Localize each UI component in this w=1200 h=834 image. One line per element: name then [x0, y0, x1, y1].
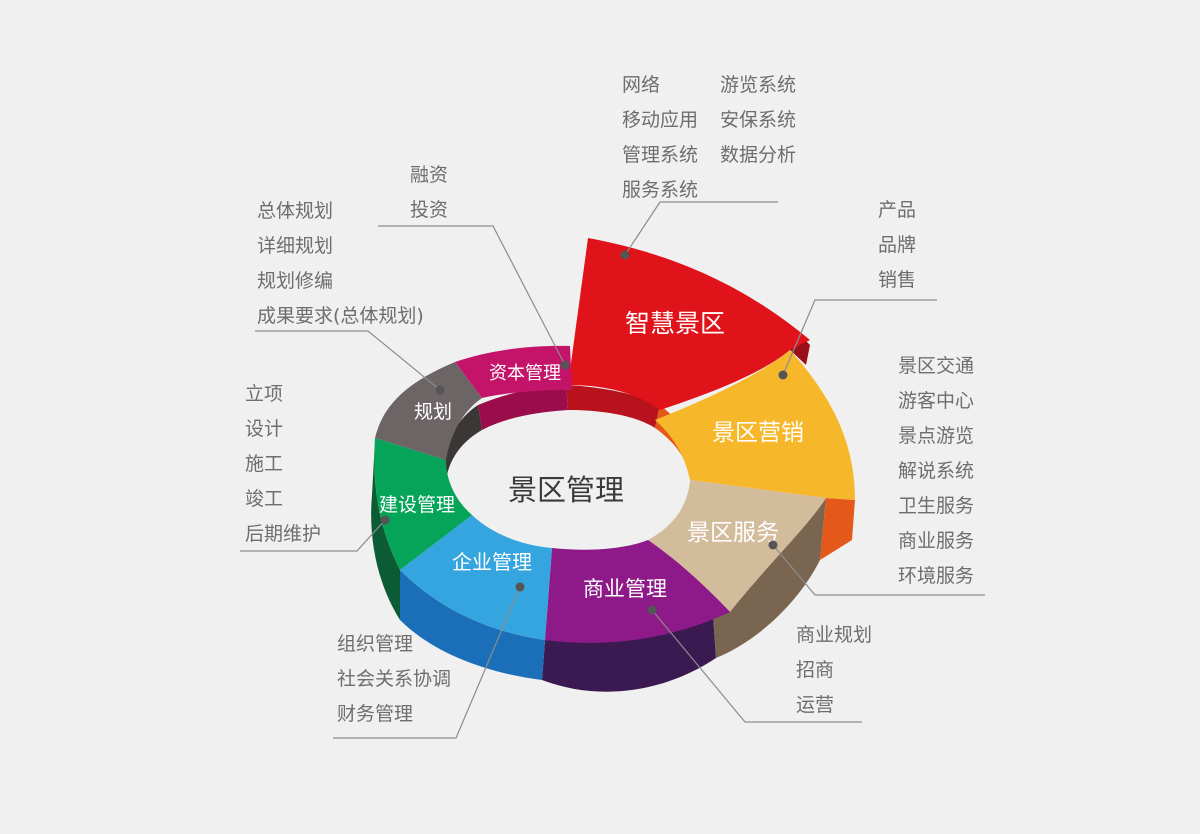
leader-dot-service: [768, 540, 778, 550]
segment-service[interactable]: [648, 480, 826, 612]
callout-item: 卫生服务: [898, 495, 975, 517]
callout-item: 景点游览: [898, 425, 975, 447]
callout-item: 销售: [878, 269, 917, 291]
segment-label-capital: 资本管理: [489, 363, 561, 384]
callout-construction: 立项 设计 施工 竣工 后期维护: [245, 377, 321, 552]
segment-capital[interactable]: [455, 345, 572, 398]
callout-item: 社会关系协调: [337, 668, 452, 690]
callout-item: 网络: [622, 74, 661, 96]
callout-item: 游览系统: [720, 74, 797, 96]
leader-dot-planning: [435, 385, 445, 395]
callout-item: 立项: [245, 383, 284, 405]
segment-label-marketing: 景区营销: [712, 420, 804, 446]
segment-label-planning: 规划: [414, 401, 452, 423]
callout-item: 投资: [410, 199, 449, 221]
callout-item: 移动应用: [622, 109, 699, 131]
segment-label-enterprise: 企业管理: [452, 550, 532, 574]
leader-lines: [240, 201, 985, 739]
leader-line-smart: [624, 201, 778, 256]
leader-dot-capital: [560, 360, 570, 370]
construction-side: [371, 440, 400, 620]
callout-item: 品牌: [878, 234, 917, 256]
callout-service: 景区交通 游客中心 景点游览 解说系统 卫生服务 商业服务 环境服务: [898, 349, 974, 594]
inner-wall-capital: [478, 385, 568, 430]
callout-item: 后期维护: [245, 523, 322, 545]
callout-item: 产品: [878, 199, 917, 221]
callout-item: 详细规划: [257, 235, 334, 257]
service-side: [712, 498, 826, 658]
leader-dot-marketing: [778, 370, 788, 380]
callout-business: 商业规划 招商 运营: [796, 618, 872, 723]
callout-item: 总体规划: [257, 200, 334, 222]
enterprise-side: [400, 570, 545, 680]
leader-line-planning: [255, 330, 441, 391]
inner-wall-planning: [442, 405, 482, 480]
leader-line-marketing: [782, 299, 937, 376]
center-label: 景区管理: [508, 473, 624, 507]
inner-wall-smart: [566, 385, 660, 428]
callout-item: 解说系统: [898, 460, 975, 482]
leader-dot-enterprise: [515, 582, 525, 592]
callout-item: 环境服务: [898, 565, 975, 587]
segment-enterprise[interactable]: [400, 515, 552, 640]
segment-smart[interactable]: [568, 238, 810, 410]
leader-line-enterprise: [333, 586, 521, 739]
callout-marketing: 产品 品牌 销售: [878, 193, 916, 298]
segment-label-smart: 智慧景区: [625, 309, 725, 338]
callout-enterprise: 组织管理 社会关系协调 财务管理: [337, 627, 451, 732]
leader-line-business: [651, 609, 862, 723]
callout-item: 管理系统: [622, 144, 699, 166]
callout-item: 商业服务: [898, 530, 975, 552]
callout-item: 成果要求(总体规划): [257, 305, 424, 327]
leader-dot-construction: [380, 515, 390, 525]
callout-item: 游客中心: [898, 390, 975, 412]
inner-hole: [446, 424, 690, 552]
callout-item: 财务管理: [337, 703, 414, 725]
segment-marketing[interactable]: [655, 350, 855, 500]
leader-dot-smart: [620, 250, 630, 260]
segment-construction[interactable]: [374, 438, 472, 570]
callout-smart-col1: 网络 移动应用 管理系统 服务系统: [622, 68, 698, 208]
callout-planning: 总体规划 详细规划 规划修编 成果要求(总体规划): [257, 194, 424, 334]
segment-label-business: 商业管理: [583, 577, 667, 601]
callout-item: 运营: [796, 694, 835, 716]
callout-item: 竣工: [245, 488, 284, 510]
leader-dots: [380, 250, 788, 615]
callout-capital: 融资 投资: [410, 158, 448, 228]
callout-item: 服务系统: [622, 179, 699, 201]
callout-item: 数据分析: [720, 144, 797, 166]
callout-item: 融资: [410, 164, 449, 186]
callout-item: 商业规划: [796, 624, 873, 646]
segment-label-construction: 建设管理: [379, 494, 455, 516]
callout-item: 招商: [796, 659, 835, 681]
segment-business[interactable]: [545, 540, 730, 643]
leader-line-construction: [240, 519, 386, 552]
marketing-side: [820, 498, 855, 560]
segment-label-service: 景区服务: [687, 520, 779, 546]
callout-smart-col2: 游览系统 安保系统 数据分析: [720, 68, 796, 173]
segment-planning[interactable]: [375, 362, 482, 460]
callout-item: 组织管理: [337, 633, 414, 655]
callout-item: 设计: [245, 418, 284, 440]
callout-item: 景区交通: [898, 355, 975, 377]
leader-line-capital: [378, 225, 566, 366]
leader-dot-business: [647, 605, 657, 615]
callout-item: 规划修编: [257, 270, 334, 292]
callout-item: 安保系统: [720, 109, 797, 131]
leader-line-service: [772, 544, 985, 596]
callout-item: 施工: [245, 453, 284, 475]
